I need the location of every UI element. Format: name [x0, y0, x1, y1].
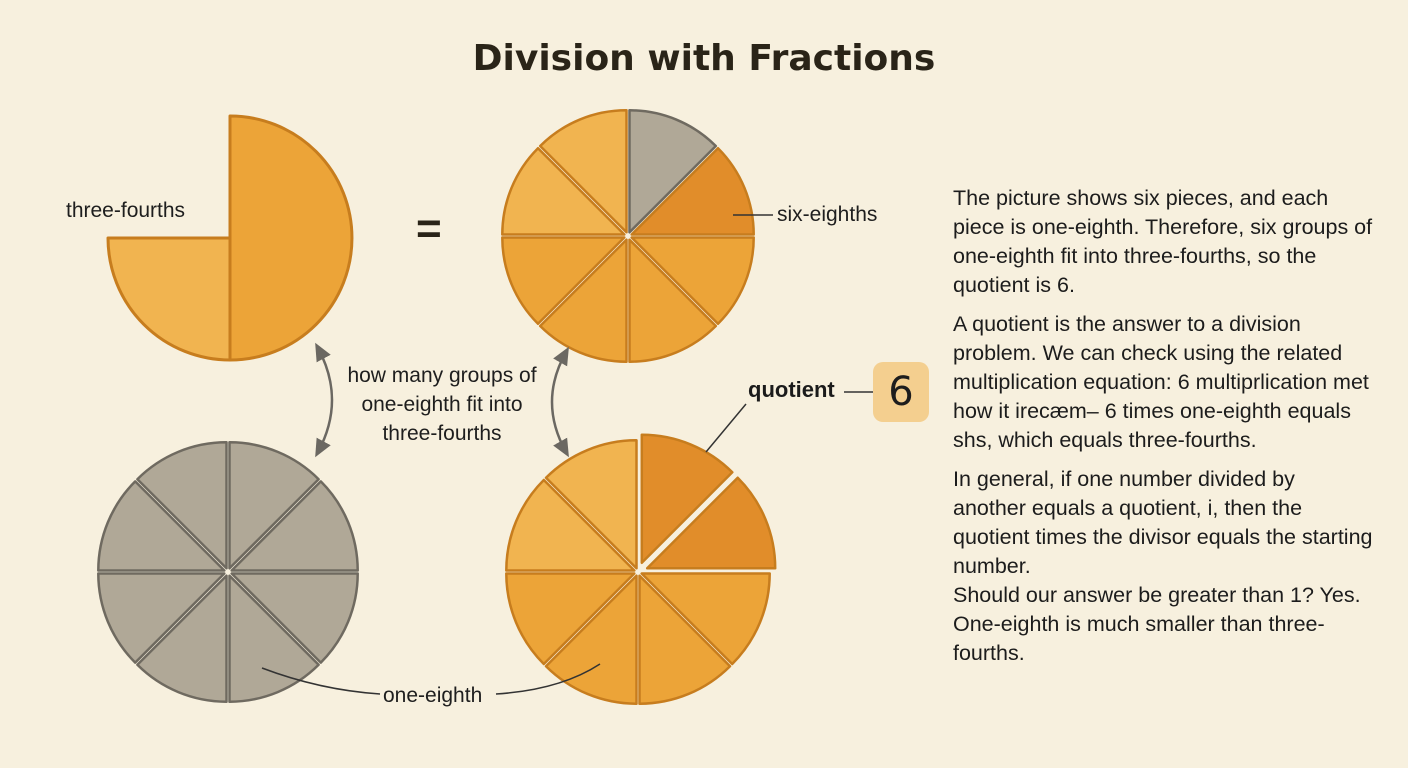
one-eighth-orange-pie-slice — [505, 572, 636, 666]
one-eighth-gray-pie-slice — [230, 480, 359, 572]
right-double-arrow — [550, 346, 569, 458]
one-eighth-gray-pie-slice — [228, 441, 320, 570]
groups-question-label: how many groups of one-eighth fit into t… — [322, 361, 562, 448]
groups-question-line-3: three-fourths — [382, 422, 502, 445]
one-eighth-orange-pie-slice — [505, 478, 636, 572]
one-eighth-leader-line-left — [261, 667, 381, 695]
one-eighth-gray-pie-slice — [97, 572, 226, 664]
three-fourths-pie-quarter — [106, 236, 232, 362]
six-eighths-pie-slice — [630, 236, 755, 326]
one-eighth-orange-pie-slice — [544, 439, 638, 570]
one-eighth-gray-pie-slice — [230, 572, 359, 664]
six-eighths-pie-slice — [538, 109, 628, 234]
six-eighths-pie-slice — [628, 109, 718, 234]
explanation-paragraph-2: A quotient is the answer to a division p… — [953, 312, 1369, 452]
explanation-paragraph-3: In general, if one number divided by ano… — [953, 467, 1373, 578]
one-eighth-gray-pie-slice — [97, 480, 226, 572]
three-fourths-label: three-fourths — [66, 199, 186, 222]
explanation-paragraph-1: The picture shows six pieces, and each p… — [953, 186, 1373, 297]
one-eighth-leader-line-right — [495, 663, 601, 695]
explanation-panel: The picture shows six pieces, and each p… — [953, 184, 1373, 668]
one-eighth-orange-pie-slice — [544, 574, 638, 705]
page-title: Division with Fractions — [472, 38, 936, 79]
equals-sign: = — [416, 204, 442, 253]
groups-question-line-2: one-eighth fit into — [361, 393, 523, 416]
quotient-leader-line — [705, 403, 747, 453]
quotient-label: quotient — [748, 377, 835, 402]
six-eighths-pie-slice — [501, 236, 626, 326]
one-eighth-orange-pie-slice — [640, 433, 734, 565]
six-eighths-label: six-eighths — [777, 203, 878, 226]
groups-question-line-1: how many groups of — [347, 364, 537, 387]
one-eighth-gray-pie-slice — [136, 574, 228, 703]
one-eighth-gray-pie-slice — [228, 574, 320, 703]
six-eighths-pie-slice — [501, 146, 626, 236]
explanation-paragraph-4: Should our answer be greater than 1? Yes… — [953, 583, 1361, 665]
one-eighth-label: one-eighth — [383, 684, 483, 707]
left-double-arrow — [315, 342, 334, 458]
one-eighth-orange-pie-slice — [638, 574, 732, 705]
six-eighths-pie-slice — [628, 238, 718, 363]
one-eighth-orange-pie-slice — [645, 476, 777, 570]
one-eighth-orange-pie-slice — [640, 572, 771, 666]
three-fourths-pie-right-half — [228, 114, 354, 362]
six-eighths-pie-slice — [538, 238, 628, 363]
quotient-value-badge: 6 — [873, 362, 929, 422]
one-eighth-gray-pie-slice — [136, 441, 228, 570]
six-eighths-pie-slice — [630, 146, 755, 236]
